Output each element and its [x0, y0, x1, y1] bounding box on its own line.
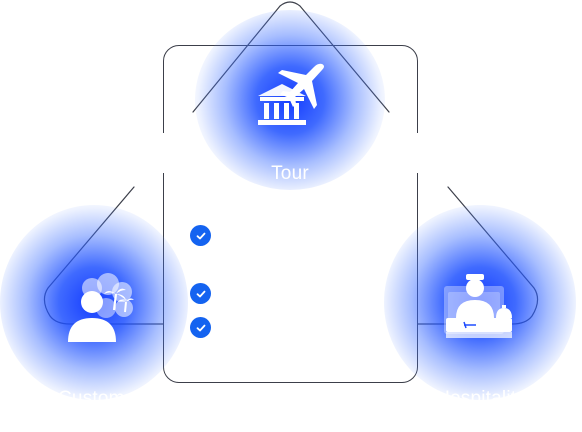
- check-icon-2: [190, 283, 211, 304]
- hospitality-reception-icon: [444, 274, 512, 338]
- check-icon-1: [190, 225, 211, 246]
- tour-plane-bank-icon: [258, 63, 324, 125]
- customer-label: Customer: [58, 388, 142, 409]
- top-connector: [192, 1, 390, 113]
- tour-label: Tour: [271, 163, 309, 184]
- card-gap-left: [160, 133, 168, 173]
- card-gap-right: [414, 133, 422, 173]
- check-icon-3: [190, 317, 211, 338]
- hospitality-label: Hospitality: [436, 388, 526, 409]
- customer-island-icon: [68, 273, 134, 342]
